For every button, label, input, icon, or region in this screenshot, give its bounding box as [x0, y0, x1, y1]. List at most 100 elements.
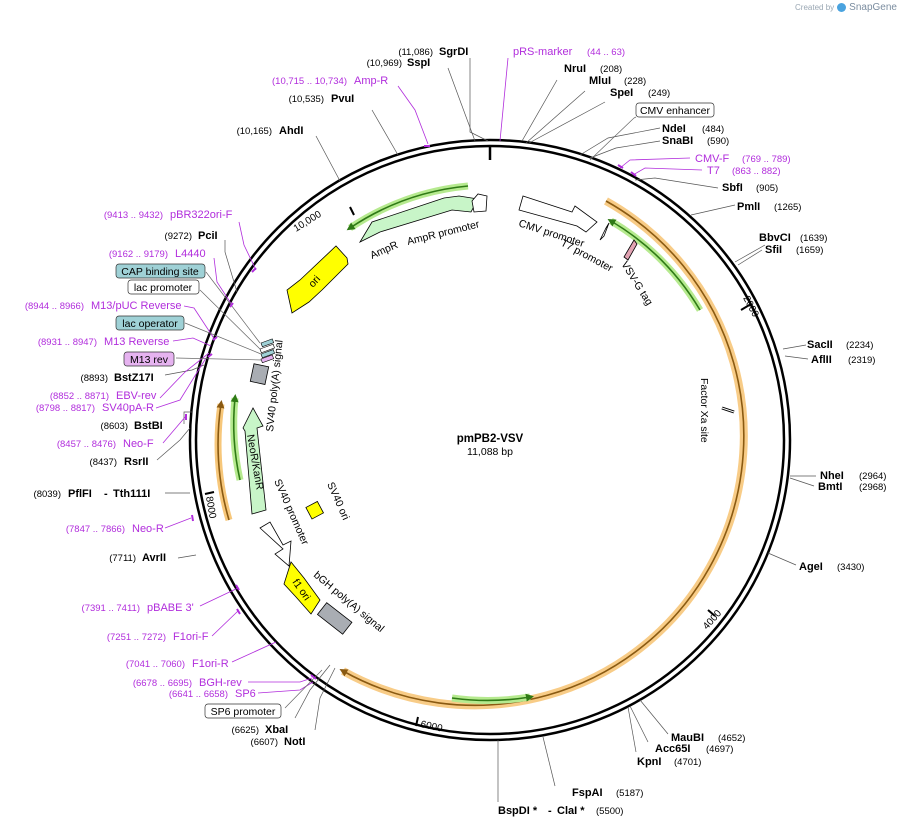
pmli-name: PmlI [737, 201, 760, 213]
neor-primer-pos: (7847 .. 7866) [66, 524, 125, 535]
m13puc-pos: (8944 .. 8966) [25, 301, 84, 312]
tick-8000-label: 8000 [203, 496, 218, 520]
cap-line [205, 271, 261, 344]
sbfi-pos: (905) [756, 183, 778, 194]
noti-name: NotI [284, 736, 305, 748]
bgh-pos: (6678 .. 6695) [133, 678, 192, 689]
orf-right-glow [341, 197, 748, 710]
vsvg-tag-label: VSV-G tag [618, 259, 655, 308]
pbr-mark [251, 267, 257, 273]
t7-promoter-arrow [599, 222, 610, 241]
bspdi-name: BspDI * [498, 805, 538, 817]
cmvf-mark [617, 164, 624, 169]
f1orif-line [211, 610, 239, 637]
m13rev-box-line [175, 357, 263, 361]
l4440-mark [229, 302, 234, 308]
ebv-name: EBV-rev [116, 390, 157, 402]
acc65i-name: Acc65I [655, 743, 690, 755]
sfii-line [737, 249, 763, 266]
orf-right [339, 197, 748, 710]
ampr-promoter-arrow [471, 193, 488, 213]
agei-pos: (3430) [837, 562, 864, 573]
box-lines [175, 116, 637, 709]
pflfi-name: PflFI [68, 488, 92, 500]
m13puc-line [183, 305, 216, 341]
green-orf-mid-left [230, 394, 244, 481]
pmli-line [690, 204, 736, 216]
pbabe-name: pBABE 3' [147, 602, 194, 614]
ahdi-line [315, 135, 341, 182]
pbr-name: pBR322ori-F [170, 209, 233, 221]
ndei-line [579, 127, 661, 156]
cmvenh-box [635, 102, 715, 118]
f1orif-mark [236, 608, 241, 615]
sp6prom-box-label: SP6 promoter [211, 706, 276, 718]
bbvci-pos: (1639) [800, 233, 827, 244]
primer-lines [155, 57, 703, 694]
m13rev-primer-pos: (8931 .. 8947) [38, 337, 97, 348]
sp6prom-box [204, 703, 282, 719]
feature-factor-xa: Factor Xa site [698, 378, 735, 443]
bbvci-line [734, 244, 766, 263]
sv40-polya-box [249, 363, 270, 385]
noti-line [314, 667, 336, 731]
pflfi-pos: (8039) [34, 489, 61, 500]
ampr-label: AmpR [368, 239, 400, 262]
lac-operator-mark [260, 349, 275, 359]
sv40pa-primer-name: SV40pA-R [102, 402, 154, 414]
l4440-pos: (9162 .. 9179) [109, 249, 168, 260]
m13rev-box [123, 351, 175, 367]
pbr-line [238, 221, 257, 271]
bgh-mark [310, 674, 317, 680]
snabi-line [589, 140, 661, 159]
mlui-name: MluI [589, 75, 611, 87]
m13rev-primer-name: M13 Reverse [104, 336, 169, 348]
bstz17i-name: BstZ17I [114, 372, 154, 384]
nrui-pos: (208) [600, 64, 622, 75]
backbone [188, 138, 792, 742]
sspi-pos: (10,969) [367, 58, 402, 69]
m13-rev-mark [260, 354, 275, 364]
l4440-line [213, 257, 233, 306]
sp6prom-line [284, 669, 323, 709]
neof-name: Neo-F [123, 438, 154, 450]
sgrdi-pos: (11,086) [398, 47, 433, 58]
maubi-pos: (4652) [718, 733, 745, 744]
cmvenh-line [589, 116, 637, 161]
sbfi-name: SbfI [722, 182, 743, 194]
t7-pos: (863 .. 882) [732, 166, 781, 177]
sp6-line [257, 681, 314, 694]
sspi-name: SspI [407, 57, 430, 69]
pbr-pos: (9413 .. 9432) [104, 210, 163, 221]
sfii-pos: (1659) [796, 245, 823, 256]
bstbi-name: BstBI [134, 420, 163, 432]
t7-name: T7 [707, 165, 720, 177]
feature-f1-ori: f1 ori [283, 561, 321, 615]
ori-arrow [286, 245, 349, 314]
cap-box-label: CAP binding site [121, 266, 199, 278]
lac-promoter-mark [259, 343, 275, 354]
neof-pos: (8457 .. 8476) [57, 439, 116, 450]
bstz17i-pos: (8893) [81, 373, 108, 384]
t7-mark [630, 171, 637, 177]
cap-site-mark [260, 338, 275, 348]
rsrii-name: RsrII [124, 456, 148, 468]
bmti-name: BmtI [818, 481, 842, 493]
pbabe-mark [235, 584, 240, 591]
neor-primer-name: Neo-R [132, 523, 164, 535]
pvui-pos: (10,535) [289, 94, 324, 105]
aflii-pos: (2319) [848, 355, 875, 366]
sv40-ori-label: SV40 ori [324, 480, 351, 522]
bspdi-sep: - [548, 805, 552, 817]
pvui-name: PvuI [331, 93, 354, 105]
sv40pa-mark [207, 353, 213, 358]
green-orf-left [346, 182, 469, 231]
snabi-pos: (590) [707, 136, 729, 147]
bmti-pos: (2968) [859, 482, 886, 493]
m13puc-name: M13/pUC Reverse [91, 300, 181, 312]
orf-right-line [339, 200, 745, 707]
tick-marks: 2000 4000 6000 8000 10,000 [203, 206, 761, 735]
neor-mark [191, 514, 194, 522]
mlui-line [525, 90, 586, 144]
